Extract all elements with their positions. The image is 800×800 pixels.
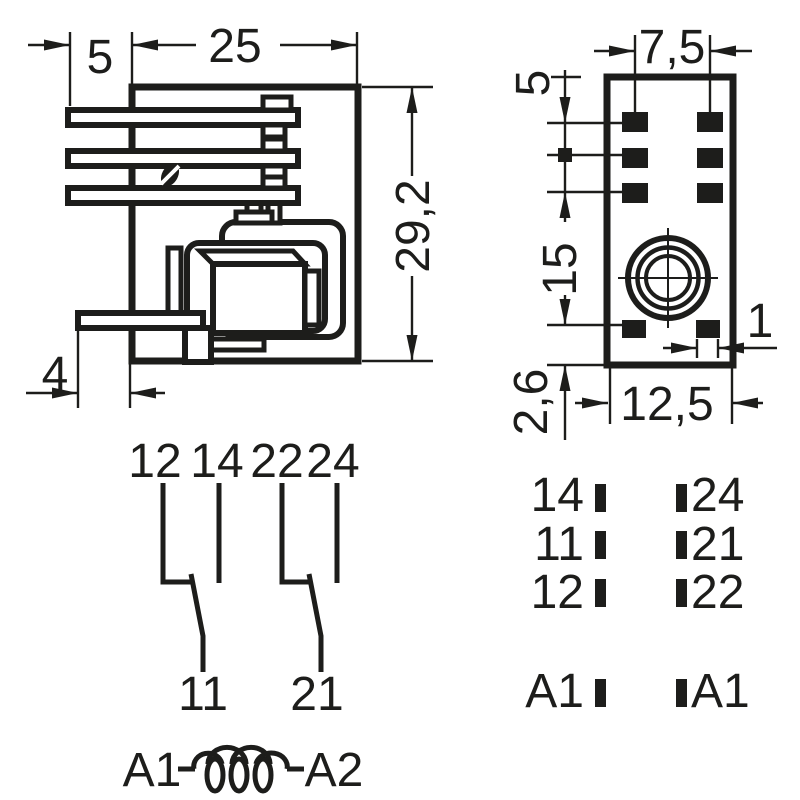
bobbin-leg: [182, 325, 214, 365]
pad: [696, 320, 720, 338]
dim-label: 5: [507, 70, 560, 97]
contact-tab: [260, 174, 288, 191]
armature-step: [233, 209, 275, 226]
dim-row-chain: 5 15 2,6: [505, 70, 622, 440]
arrowhead: [132, 39, 158, 51]
terminal-bar-2: [65, 148, 301, 169]
pad: [697, 148, 723, 168]
dim-label: 1: [747, 295, 774, 348]
pad: [697, 183, 723, 203]
arrowhead: [671, 342, 697, 354]
dim-label: 7,5: [639, 21, 706, 74]
coil-body: [210, 261, 308, 336]
pin-pad: [595, 679, 606, 707]
arrowhead: [718, 342, 744, 354]
arrowhead: [52, 387, 78, 399]
dim-body-width: 25: [132, 20, 359, 84]
pin-label-21: 21: [691, 518, 744, 571]
pin-pad: [676, 484, 687, 512]
arrowhead: [406, 335, 418, 361]
arrowhead: [130, 387, 156, 399]
dim-tick-square: [558, 148, 572, 162]
contact-tab: [260, 94, 294, 113]
nc-contact-12: [160, 483, 192, 585]
dim-pad-width: 1: [663, 295, 777, 358]
pin-pad: [595, 484, 606, 512]
coil-symbol: A1 A2: [123, 744, 364, 797]
coil-label-a1: A1: [123, 744, 182, 797]
dim-pin-offset: 4: [26, 330, 165, 408]
mounting-hole: [618, 228, 718, 328]
pin-pad: [595, 531, 606, 559]
contact-tab: [260, 122, 288, 140]
dim-label: 15: [534, 242, 587, 295]
arrowhead: [559, 365, 571, 391]
pin-map: 14 24 11 21 12 22 A1 A1: [525, 469, 749, 718]
dim-label: 5: [87, 31, 114, 84]
arrowhead: [582, 397, 608, 409]
pin-label-11: 11: [534, 518, 584, 571]
arrowhead: [406, 87, 418, 113]
pad: [622, 320, 646, 338]
terminal-bar-1: [65, 107, 301, 128]
terminal-label-22: 22: [250, 435, 303, 488]
pin-row: 11 21: [534, 518, 744, 571]
pin-label-22: 22: [691, 566, 744, 619]
contact-tab: [260, 136, 288, 154]
pad: [622, 112, 648, 132]
pin-label-14: 14: [531, 469, 584, 522]
pin-pad: [595, 579, 606, 607]
pin-pad: [676, 679, 687, 707]
dim-label: 29,2: [387, 179, 440, 272]
terminal-label-12: 12: [128, 435, 181, 488]
switch-blade-21: [306, 573, 324, 672]
terminal-label-21: 21: [290, 668, 343, 721]
terminal-label-11: 11: [178, 668, 228, 721]
pad: [697, 112, 723, 132]
pin-label-a1-left: A1: [525, 665, 584, 718]
terminal-bar-3: [65, 185, 301, 206]
coil-label-a2: A2: [305, 744, 364, 797]
terminal-label-14: 14: [190, 435, 243, 488]
switch-blade-11: [188, 573, 206, 672]
pin-label-12: 12: [531, 566, 584, 619]
dim-label: 12,5: [620, 378, 713, 431]
arrowhead: [732, 397, 758, 409]
arrowhead: [609, 45, 635, 57]
contact-schematic: 12 14 22 24 11 21 A1 A2: [123, 435, 364, 797]
pin-row: 12 22: [531, 566, 745, 619]
dim-pin-length: 5: [28, 31, 134, 106]
coil-bottom-bar: [207, 336, 267, 353]
coil-terminal-post: [165, 245, 184, 317]
arrowhead: [559, 192, 571, 218]
arrowhead: [559, 97, 571, 123]
arrowhead: [710, 45, 736, 57]
bottom-pin: [75, 310, 206, 331]
pin-row: A1 A1: [525, 665, 749, 718]
arrowhead: [331, 39, 357, 51]
pin-pad: [676, 579, 687, 607]
dim-label: 4: [42, 348, 69, 401]
dim-col-spacing: 7,5: [594, 21, 752, 112]
dim-body-height: 29,2: [362, 85, 440, 363]
pin-label-a1-right: A1: [691, 665, 750, 718]
relay-side-view: 5 25 29,2 4: [26, 20, 440, 408]
pin-label-24: 24: [691, 469, 744, 522]
terminal-label-24: 24: [306, 435, 359, 488]
nc-contact-22: [279, 483, 309, 585]
arrowhead: [559, 299, 571, 325]
pad: [622, 183, 648, 203]
pin-row: 14 24: [531, 469, 745, 522]
coil-side-plate: [302, 268, 322, 328]
rivet-slash: [159, 164, 181, 186]
arrowhead: [44, 39, 70, 51]
pin-pad: [676, 531, 687, 559]
relay-footprint-view: 7,5 5 15 2,6: [505, 21, 777, 440]
dim-label: 25: [208, 20, 261, 73]
dim-label: 2,6: [505, 369, 558, 436]
dim-footprint-width: 12,5: [575, 368, 763, 431]
pad: [622, 148, 648, 168]
